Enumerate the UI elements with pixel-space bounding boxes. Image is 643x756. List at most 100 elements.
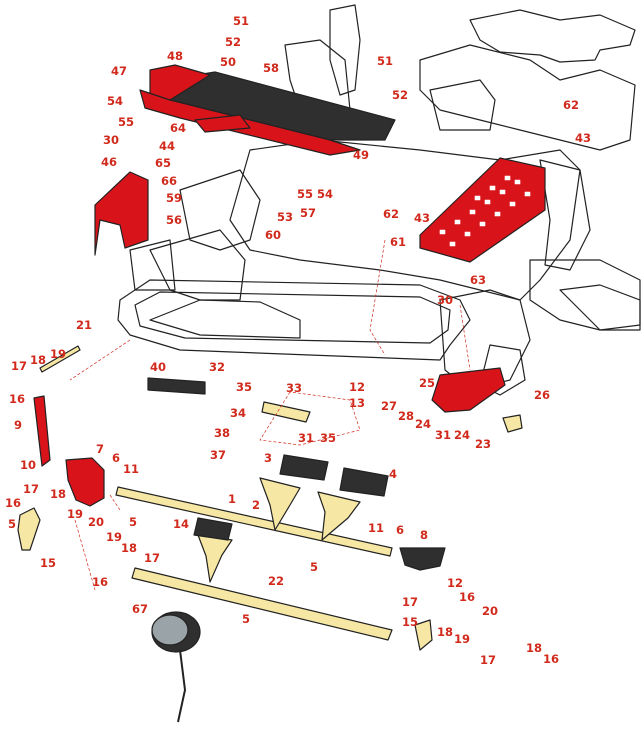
callout-54: 54 — [106, 94, 124, 108]
callout-30: 30 — [436, 293, 454, 307]
callout-5: 5 — [7, 517, 17, 531]
callout-56: 56 — [165, 213, 183, 227]
callout-43: 43 — [413, 211, 431, 225]
callout-46: 46 — [100, 155, 118, 169]
callout-17: 17 — [401, 595, 419, 609]
callout-3: 3 — [263, 451, 273, 465]
callout-16: 16 — [4, 496, 22, 510]
callout-13: 13 — [348, 396, 366, 410]
callout-50: 50 — [219, 55, 237, 69]
callout-62: 62 — [382, 207, 400, 221]
callout-19: 19 — [66, 507, 84, 521]
callout-51: 51 — [376, 54, 394, 68]
callout-18: 18 — [49, 487, 67, 501]
callout-17: 17 — [143, 551, 161, 565]
callout-31: 31 — [434, 428, 452, 442]
callout-47: 47 — [110, 64, 128, 78]
chassis-frame — [129, 4, 641, 331]
callout-25: 25 — [418, 376, 436, 390]
callout-17: 17 — [479, 653, 497, 667]
callout-21: 21 — [75, 318, 93, 332]
callout-5: 5 — [309, 560, 319, 574]
callout-49: 49 — [352, 148, 370, 162]
callout-33: 33 — [285, 381, 303, 395]
callout-18: 18 — [120, 541, 138, 555]
callout-16: 16 — [542, 652, 560, 666]
callout-54: 54 — [316, 187, 334, 201]
callout-64: 64 — [169, 121, 187, 135]
callout-30: 30 — [102, 133, 120, 147]
callout-59: 59 — [165, 191, 183, 205]
callout-2: 2 — [251, 498, 261, 512]
side-shield — [94, 171, 149, 256]
callout-14: 14 — [172, 517, 190, 531]
callout-5: 5 — [128, 515, 138, 529]
callout-19: 19 — [105, 530, 123, 544]
callout-20: 20 — [481, 604, 499, 618]
pedal-bracket-left — [65, 457, 105, 507]
callout-17: 17 — [22, 482, 40, 496]
callout-8: 8 — [419, 528, 429, 542]
callout-52: 52 — [391, 88, 409, 102]
callout-20: 20 — [87, 515, 105, 529]
callout-12: 12 — [348, 380, 366, 394]
pedal-bracket-right — [399, 547, 446, 571]
callout-16: 16 — [8, 392, 26, 406]
callout-53: 53 — [276, 210, 294, 224]
callout-6: 6 — [395, 523, 405, 537]
callout-62: 62 — [562, 98, 580, 112]
callout-16: 16 — [458, 590, 476, 604]
callout-4: 4 — [388, 467, 398, 481]
callout-34: 34 — [229, 406, 247, 420]
callout-24: 24 — [414, 417, 432, 431]
pedal-pivot-bracket — [431, 367, 506, 413]
callout-18: 18 — [29, 353, 47, 367]
callout-26: 26 — [533, 388, 551, 402]
callout-58: 58 — [262, 61, 280, 75]
brake-lever — [33, 395, 51, 467]
callout-63: 63 — [469, 273, 487, 287]
callout-60: 60 — [264, 228, 282, 242]
pedal-pads — [147, 377, 389, 541]
callout-37: 37 — [209, 448, 227, 462]
callout-17: 17 — [10, 359, 28, 373]
callout-43: 43 — [574, 131, 592, 145]
callout-9: 9 — [13, 418, 23, 432]
callout-5: 5 — [241, 612, 251, 626]
top-cover-plate — [139, 64, 396, 156]
callout-38: 38 — [213, 426, 231, 440]
callout-55: 55 — [296, 187, 314, 201]
callout-35: 35 — [319, 431, 337, 445]
callout-15: 15 — [39, 556, 57, 570]
callout-15: 15 — [401, 615, 419, 629]
callout-12: 12 — [446, 576, 464, 590]
callout-48: 48 — [166, 49, 184, 63]
callout-31: 31 — [297, 431, 315, 445]
callout-51: 51 — [232, 14, 250, 28]
callout-16: 16 — [91, 575, 109, 589]
callout-28: 28 — [397, 409, 415, 423]
callout-66: 66 — [160, 174, 178, 188]
callout-23: 23 — [474, 437, 492, 451]
callout-22: 22 — [267, 574, 285, 588]
callout-32: 32 — [208, 360, 226, 374]
step-plate — [419, 157, 546, 263]
callout-7: 7 — [95, 442, 105, 456]
callout-35: 35 — [235, 380, 253, 394]
callout-19: 19 — [453, 632, 471, 646]
callout-65: 65 — [154, 156, 172, 170]
callout-11: 11 — [367, 521, 385, 535]
callout-1: 1 — [227, 492, 237, 506]
callout-55: 55 — [117, 115, 135, 129]
callout-6: 6 — [111, 451, 121, 465]
callout-44: 44 — [158, 139, 176, 153]
leader-lines — [69, 239, 471, 591]
callout-11: 11 — [122, 462, 140, 476]
callout-52: 52 — [224, 35, 242, 49]
work-light — [151, 611, 201, 723]
callout-10: 10 — [19, 458, 37, 472]
callout-18: 18 — [525, 641, 543, 655]
callout-24: 24 — [453, 428, 471, 442]
